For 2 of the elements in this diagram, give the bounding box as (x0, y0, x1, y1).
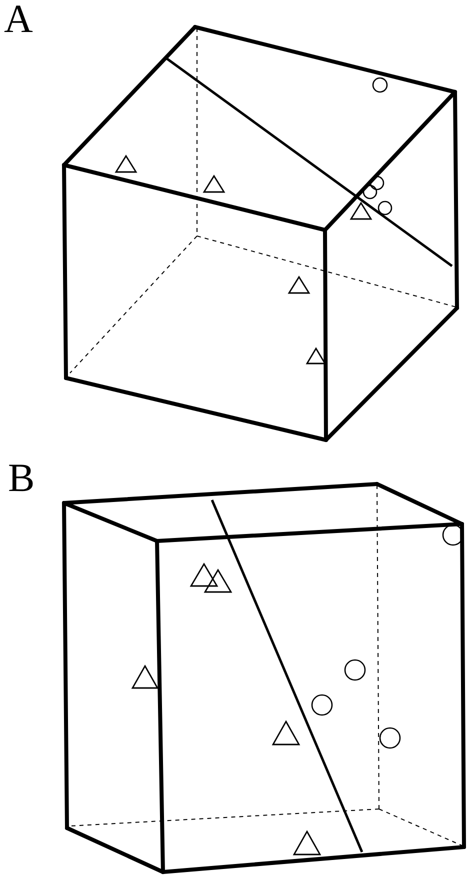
panel-label: B (8, 458, 35, 498)
panel-label: A (4, 0, 33, 39)
